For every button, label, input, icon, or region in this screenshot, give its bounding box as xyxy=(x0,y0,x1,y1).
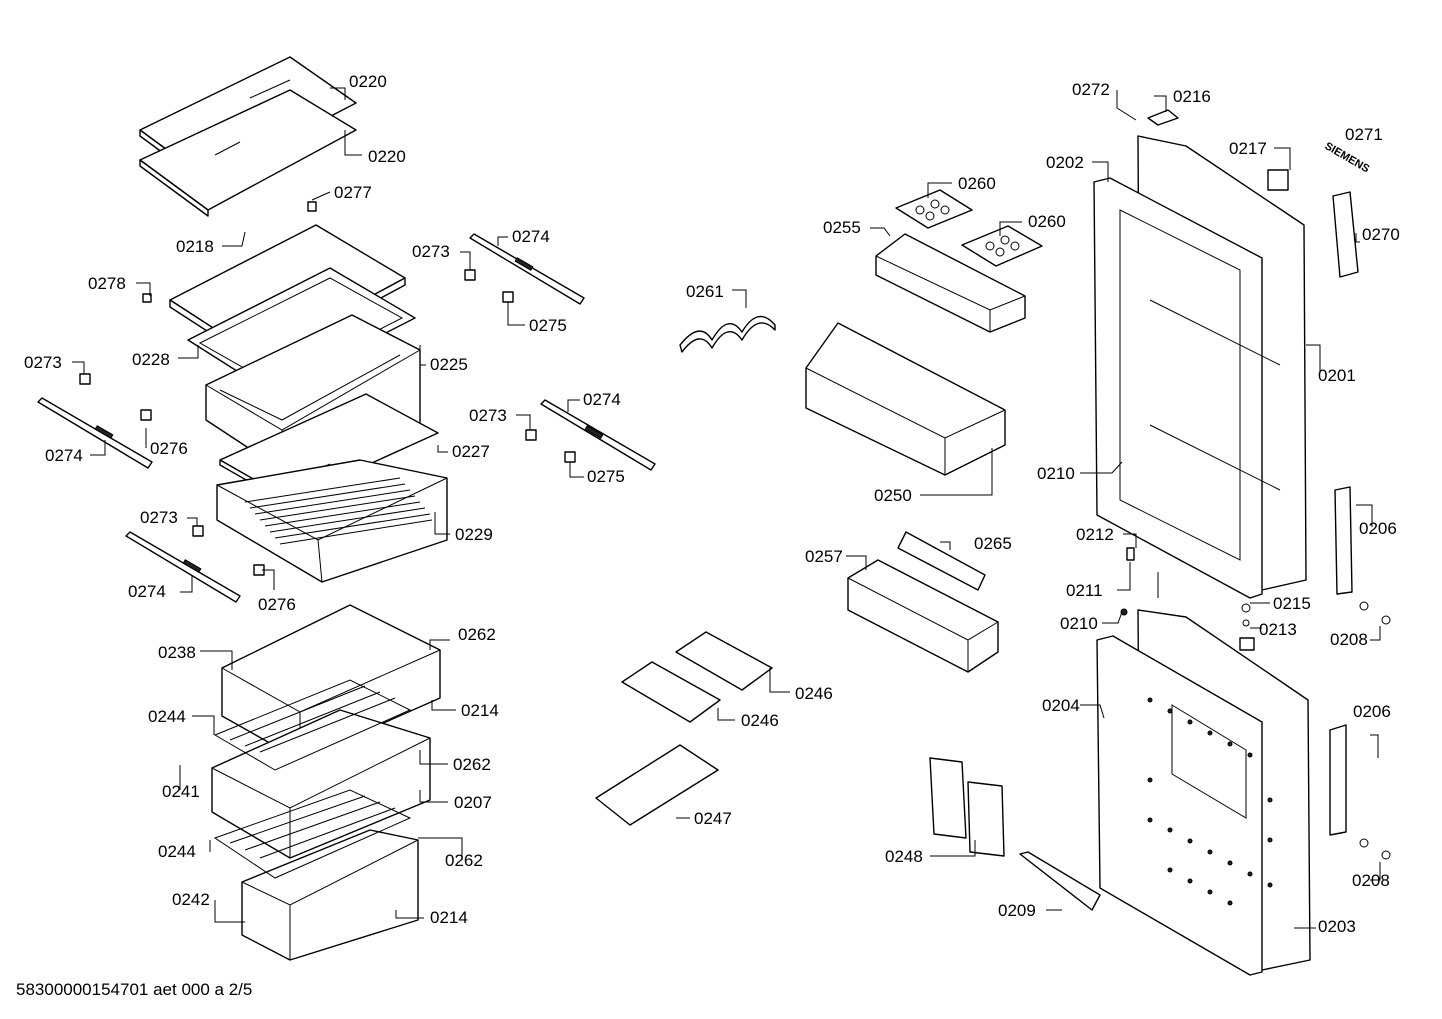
callout-0202: 0202 xyxy=(1046,153,1084,172)
callout-0257: 0257 xyxy=(805,547,843,566)
callout-0203: 0203 xyxy=(1318,917,1356,936)
callout-0273-d: 0273 xyxy=(469,406,507,425)
callout-0212: 0212 xyxy=(1076,525,1114,544)
callout-0206-a: 0206 xyxy=(1359,519,1397,538)
callout-0274-c: 0274 xyxy=(512,227,550,246)
callout-0274-d: 0274 xyxy=(583,390,621,409)
callout-labels: 0220 0220 0277 0218 0278 0228 0225 0227 … xyxy=(24,72,1400,936)
callout-0274-b: 0274 xyxy=(128,582,166,601)
callout-0246-a: 0246 xyxy=(795,684,833,703)
callout-0218: 0218 xyxy=(176,237,214,256)
callout-0210-b: 0210 xyxy=(1060,614,1098,633)
callout-0216: 0216 xyxy=(1173,87,1211,106)
callout-0244-a: 0244 xyxy=(148,707,186,726)
callout-0201: 0201 xyxy=(1318,366,1356,385)
callout-0260-a: 0260 xyxy=(958,174,996,193)
callout-0242: 0242 xyxy=(172,890,210,909)
callout-0214-b: 0214 xyxy=(430,908,468,927)
callout-0271: 0271 xyxy=(1345,125,1383,144)
door-hardware xyxy=(1116,107,1391,860)
callout-0206-b: 0206 xyxy=(1353,702,1391,721)
callout-0220-upper: 0220 xyxy=(349,72,387,91)
callout-0225: 0225 xyxy=(430,355,468,374)
callout-0260-b: 0260 xyxy=(1028,212,1066,231)
callout-0277: 0277 xyxy=(334,183,372,202)
callout-0246-b: 0246 xyxy=(741,711,779,730)
callout-0208-a: 0208 xyxy=(1330,630,1368,649)
callout-0247: 0247 xyxy=(694,809,732,828)
callout-0275-a: 0275 xyxy=(529,316,567,335)
document-id: 58300000154701 aet 000 a 2/5 xyxy=(16,980,253,999)
small-clips xyxy=(79,201,576,576)
callout-0209: 0209 xyxy=(998,901,1036,920)
leader-lines xyxy=(72,87,1381,929)
callout-0262-a: 0262 xyxy=(458,625,496,644)
egg-trays-0260 xyxy=(895,189,1043,267)
freezer-door-dots xyxy=(1147,697,1273,906)
callout-0262-c: 0262 xyxy=(445,851,483,870)
upper-door-0201 xyxy=(1093,135,1307,599)
freezer-drawers xyxy=(211,604,441,961)
callout-0270: 0270 xyxy=(1362,225,1400,244)
callout-0261: 0261 xyxy=(686,282,724,301)
callout-0217: 0217 xyxy=(1229,139,1267,158)
callout-0262-b: 0262 xyxy=(453,755,491,774)
lower-door-0203 xyxy=(1096,609,1311,976)
callout-0276-a: 0276 xyxy=(150,439,188,458)
callout-0238: 0238 xyxy=(158,643,196,662)
callout-0213: 0213 xyxy=(1259,620,1297,639)
callout-0274-a: 0274 xyxy=(45,446,83,465)
drawer-0229 xyxy=(216,459,448,583)
callout-0229: 0229 xyxy=(455,525,493,544)
ice-trays-0246 xyxy=(595,631,773,826)
wire-grids xyxy=(213,679,412,879)
rails-left xyxy=(37,233,656,603)
callout-0208-b: 0208 xyxy=(1352,871,1390,890)
callout-0248: 0248 xyxy=(885,847,923,866)
callout-0275-b: 0275 xyxy=(587,467,625,486)
callout-0211: 0211 xyxy=(1066,581,1103,600)
callout-0241: 0241 xyxy=(162,782,200,801)
callout-0272: 0272 xyxy=(1072,80,1110,99)
callout-0244-b: 0244 xyxy=(158,842,196,861)
brand-emblem-text: SIEMENS xyxy=(1323,140,1372,175)
callout-0227: 0227 xyxy=(452,442,490,461)
callout-0207: 0207 xyxy=(454,793,492,812)
callout-0273-b: 0273 xyxy=(140,508,178,527)
door-shelves xyxy=(805,233,1026,673)
callout-0278: 0278 xyxy=(88,274,126,293)
glass-shelves xyxy=(139,56,357,217)
callout-0220-lower: 0220 xyxy=(368,147,406,166)
callout-0276-b: 0276 xyxy=(258,595,296,614)
drawer-grille xyxy=(244,477,433,545)
cold-packs-0248 xyxy=(929,757,1101,911)
bottle-holder-0261 xyxy=(679,315,776,353)
callout-0204: 0204 xyxy=(1042,696,1080,715)
callout-0265: 0265 xyxy=(974,534,1012,553)
callout-0250: 0250 xyxy=(874,486,912,505)
callout-0273-c: 0273 xyxy=(412,242,450,261)
callout-0255: 0255 xyxy=(823,218,861,237)
callout-0228: 0228 xyxy=(132,350,170,369)
callout-0210-a: 0210 xyxy=(1037,464,1075,483)
callout-0214-a: 0214 xyxy=(461,701,499,720)
callout-0215: 0215 xyxy=(1273,594,1311,613)
callout-0273-a: 0273 xyxy=(24,353,62,372)
shelf-with-frame-0218 xyxy=(169,224,416,393)
